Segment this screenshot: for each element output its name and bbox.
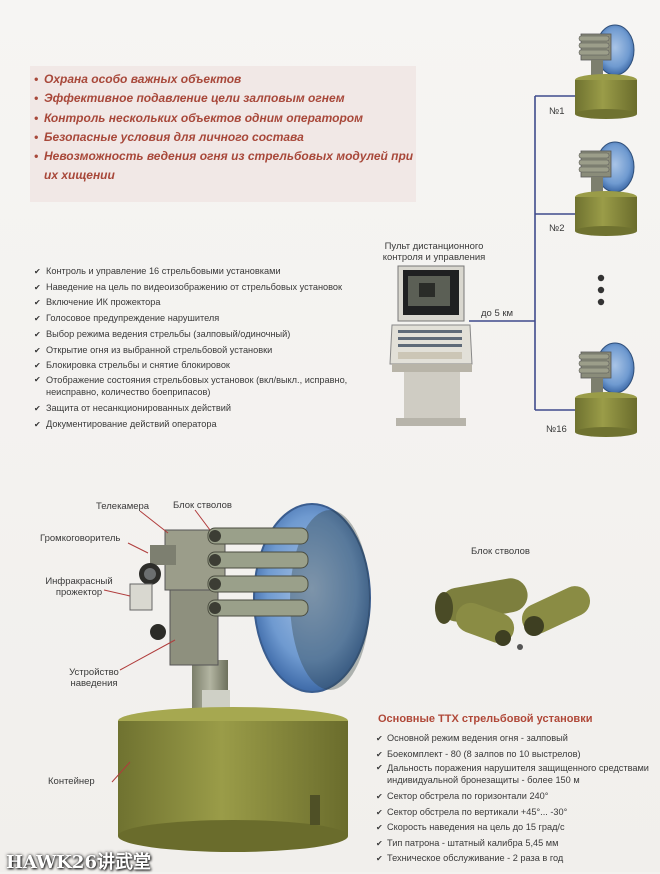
console-label: Пульт дистанционного контроля и управлен…: [382, 241, 486, 263]
ir-projector-callout: Инфракрасный прожектор: [45, 576, 113, 598]
feature-item: Невозможность ведения огня из стрельбовы…: [34, 147, 419, 186]
control-function-item: Документирование действий оператора: [34, 417, 374, 433]
control-function-item: Наведение на цель по видеоизображению от…: [34, 280, 374, 296]
features-list: Охрана особо важных объектов Эффективное…: [34, 70, 419, 186]
barrels-callout: Блок стволов: [173, 500, 232, 511]
unit-label-16: №16: [546, 424, 567, 435]
spec-item: Дальность поражения нарушителя защищенно…: [376, 762, 658, 786]
camera-callout: Телекамера: [96, 501, 150, 512]
control-function-item: Включение ИК прожектора: [34, 295, 374, 311]
speaker-callout: Громкоговоритель: [40, 533, 121, 544]
control-function-item: Защита от несанкционированных действий: [34, 401, 374, 417]
spec-item: Скорость наведения на цель до 15 град/с: [376, 820, 658, 836]
control-console: [389, 265, 473, 426]
unit-label-1: №1: [549, 106, 565, 117]
turret-unit-1: [574, 24, 638, 120]
feature-item: Контроль нескольких объектов одним опера…: [34, 109, 419, 129]
main-turret: [118, 503, 371, 852]
container-callout: Контейнер: [48, 776, 95, 787]
unit-label-2: №2: [549, 223, 565, 234]
control-functions-list: Контроль и управление 16 стрельбовыми ус…: [34, 264, 374, 432]
turret-unit-2: [574, 141, 638, 237]
spec-item: Тип патрона - штатный калибра 5,45 мм: [376, 836, 658, 852]
barrel-block-callout: Блок стволов: [471, 546, 530, 557]
control-function-item: Контроль и управление 16 стрельбовыми ус…: [34, 264, 374, 280]
spec-item: Сектор обстрела по горизонтали 240°: [376, 789, 658, 805]
callout-lines: [103, 509, 211, 783]
specs-title: Основные ТТХ стрельбовой установки: [378, 713, 593, 725]
control-function-item: Открытие огня из выбранной стрельбовой у…: [34, 343, 374, 359]
control-function-item: Голосовое предупреждение нарушителя: [34, 311, 374, 327]
feature-item: Охрана особо важных объектов: [34, 70, 419, 90]
more-units-dots: [597, 274, 605, 306]
spec-item: Техническое обслуживание - 2 раза в год: [376, 851, 658, 867]
feature-item: Эффективное подавление цели залповым огн…: [34, 89, 419, 109]
guidance-callout: Устройство наведения: [69, 667, 119, 689]
spec-item: Сектор обстрела по вертикали +45°... -30…: [376, 805, 658, 821]
control-function-item: Отображение состояния стрельбовых устано…: [34, 374, 374, 398]
spec-item: Основной режим ведения огня - залповый: [376, 731, 658, 747]
barrel-block-illustration: [435, 578, 591, 650]
range-label: до 5 км: [481, 308, 514, 319]
specs-list: Основной режим ведения огня - залповый Б…: [376, 731, 658, 867]
watermark: HAWK26讲武堂: [6, 852, 151, 873]
turret-unit-16: [574, 342, 638, 438]
network-lines: [469, 95, 580, 411]
spec-item: Боекомплект - 80 (8 залпов по 10 выстрел…: [376, 747, 658, 763]
control-function-item: Блокировка стрельбы и снятие блокировок: [34, 358, 374, 374]
feature-item: Безопасные условия для личного состава: [34, 128, 419, 148]
control-function-item: Выбор режима ведения стрельбы (залповый/…: [34, 327, 374, 343]
